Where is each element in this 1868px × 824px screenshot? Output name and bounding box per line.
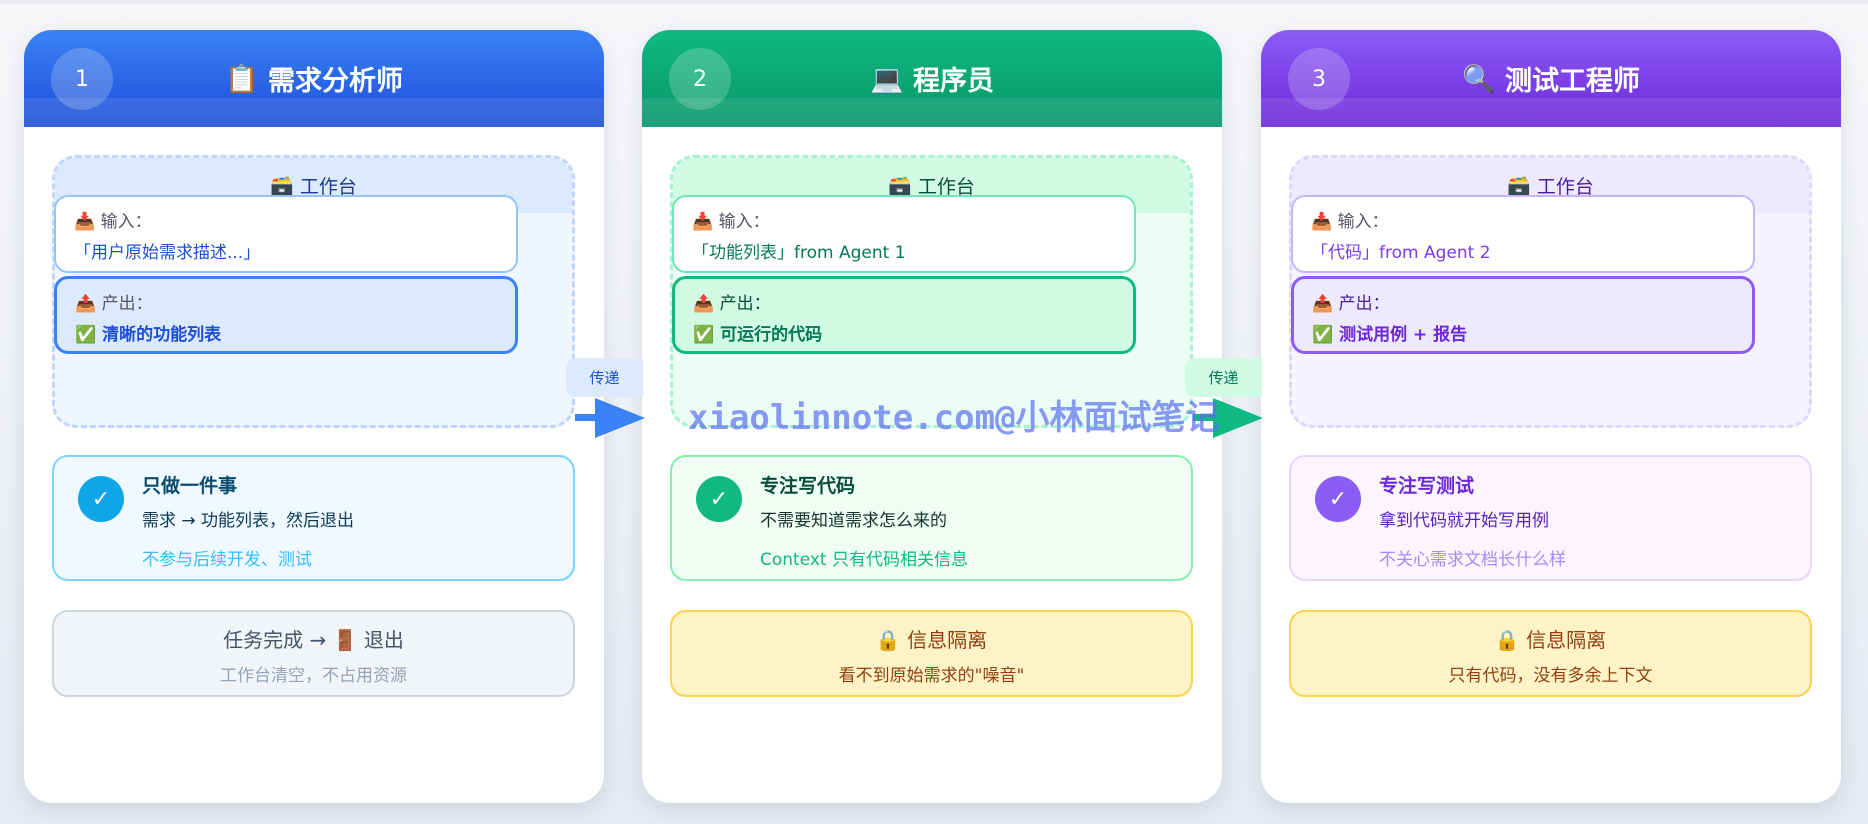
exit-title: 任务完成 → 🚪 退出 <box>223 628 404 652</box>
workbench-title: 工作台 <box>299 176 357 198</box>
input-value: 「功能列表」from Agent 1 <box>692 243 906 263</box>
outbox-icon: 📤 <box>693 294 715 314</box>
top-bar <box>0 0 1868 4</box>
focus-title: 只做一件事 <box>142 475 238 497</box>
input-label: 输入： <box>718 212 770 232</box>
box-icon: 🗃️ <box>1507 175 1531 197</box>
workbench-title: 工作台 <box>917 176 975 198</box>
input-box: 📥 输入： 「用户原始需求描述...」 <box>54 195 518 273</box>
card-header: 1 📋 需求分析师 <box>24 30 604 127</box>
step-number: 1 <box>51 48 113 110</box>
input-label: 输入： <box>100 212 152 232</box>
pass-label-1-2: 传递 <box>566 358 643 397</box>
focus-desc: 不需要知道需求怎么来的 <box>760 511 947 531</box>
output-label: 产出： <box>101 294 153 314</box>
input-label: 输入： <box>1337 212 1389 232</box>
focus-title: 专注写测试 <box>1379 475 1475 497</box>
step-number: 3 <box>1288 48 1350 110</box>
output-box: 📤 产出： ✅ 清晰的功能列表 <box>54 276 518 354</box>
card-header: 3 🔍 测试工程师 <box>1261 30 1841 127</box>
focus-box: ✓ 专注写测试 拿到代码就开始写用例 不关心需求文档长什么样 <box>1289 455 1812 581</box>
check-mark-icon: ✅ <box>693 325 715 345</box>
check-circle-icon: ✓ <box>1315 476 1361 522</box>
focus-title: 专注写代码 <box>760 475 856 497</box>
check-mark-icon: ✅ <box>1312 325 1334 345</box>
agent-title: 测试工程师 <box>1505 66 1641 97</box>
outbox-icon: 📤 <box>1312 294 1334 314</box>
input-value: 「用户原始需求描述...」 <box>74 243 261 263</box>
focus-box: ✓ 只做一件事 需求 → 功能列表，然后退出 不参与后续开发、测试 <box>52 455 575 581</box>
inbox-icon: 📥 <box>1311 212 1333 232</box>
isolation-desc: 只有代码，没有多余上下文 <box>1448 666 1653 686</box>
clipboard-icon: 📋 <box>224 63 259 95</box>
focus-desc: 需求 → 功能列表，然后退出 <box>142 511 355 531</box>
agent-card-requirements-analyst: 1 📋 需求分析师 🗃️ 工作台 📥 输入： 「用户原始需求描述...」 📤 产… <box>24 30 604 803</box>
card-header: 2 💻 程序员 <box>642 30 1222 127</box>
agent-card-programmer: 2 💻 程序员 🗃️ 工作台 📥 输入： 「功能列表」from Agent 1 … <box>642 30 1222 803</box>
check-circle-icon: ✓ <box>78 476 124 522</box>
output-label: 产出： <box>1338 294 1390 314</box>
agent-card-test-engineer: 3 🔍 测试工程师 🗃️ 工作台 📥 输入： 「代码」from Agent 2 … <box>1261 30 1841 803</box>
laptop-icon: 💻 <box>869 63 904 95</box>
agent-title: 程序员 <box>913 66 995 97</box>
output-value: 可运行的代码 <box>720 325 823 345</box>
output-value: 测试用例 + 报告 <box>1339 325 1468 345</box>
focus-note: Context 只有代码相关信息 <box>760 550 969 570</box>
check-mark-icon: ✅ <box>75 325 97 345</box>
workbench-title: 工作台 <box>1536 176 1594 198</box>
watermark: xiaolinnote.com@小林面试笔记 <box>688 398 1220 438</box>
output-value: 清晰的功能列表 <box>102 325 222 345</box>
isolation-title: 🔒 信息隔离 <box>1494 628 1607 652</box>
agent-title: 需求分析师 <box>268 66 404 97</box>
isolation-title: 🔒 信息隔离 <box>875 628 988 652</box>
input-value: 「代码」from Agent 2 <box>1311 243 1491 263</box>
isolation-box: 🔒 信息隔离 只有代码，没有多余上下文 <box>1289 610 1812 697</box>
output-box: 📤 产出： ✅ 可运行的代码 <box>672 276 1136 354</box>
check-circle-icon: ✓ <box>696 476 742 522</box>
pass-label-2-3: 传递 <box>1185 358 1262 397</box>
step-number: 2 <box>669 48 731 110</box>
arrow-right-icon <box>1193 398 1263 438</box>
inbox-icon: 📥 <box>692 212 714 232</box>
focus-note: 不关心需求文档长什么样 <box>1379 550 1566 570</box>
isolation-box: 🔒 信息隔离 看不到原始需求的"噪音" <box>670 610 1193 697</box>
exit-desc: 工作台清空，不占用资源 <box>220 666 407 686</box>
output-box: 📤 产出： ✅ 测试用例 + 报告 <box>1291 276 1755 354</box>
box-icon: 🗃️ <box>270 175 294 197</box>
focus-box: ✓ 专注写代码 不需要知道需求怎么来的 Context 只有代码相关信息 <box>670 455 1193 581</box>
inbox-icon: 📥 <box>74 212 96 232</box>
outbox-icon: 📤 <box>75 294 97 314</box>
output-label: 产出： <box>719 294 771 314</box>
focus-note: 不参与后续开发、测试 <box>142 550 312 570</box>
isolation-desc: 看不到原始需求的"噪音" <box>838 666 1025 686</box>
arrow-right-icon <box>575 398 645 438</box>
box-icon: 🗃️ <box>888 175 912 197</box>
input-box: 📥 输入： 「代码」from Agent 2 <box>1291 195 1755 273</box>
focus-desc: 拿到代码就开始写用例 <box>1379 511 1549 531</box>
exit-box: 任务完成 → 🚪 退出 工作台清空，不占用资源 <box>52 610 575 697</box>
input-box: 📥 输入： 「功能列表」from Agent 1 <box>672 195 1136 273</box>
magnifier-icon: 🔍 <box>1461 63 1496 95</box>
